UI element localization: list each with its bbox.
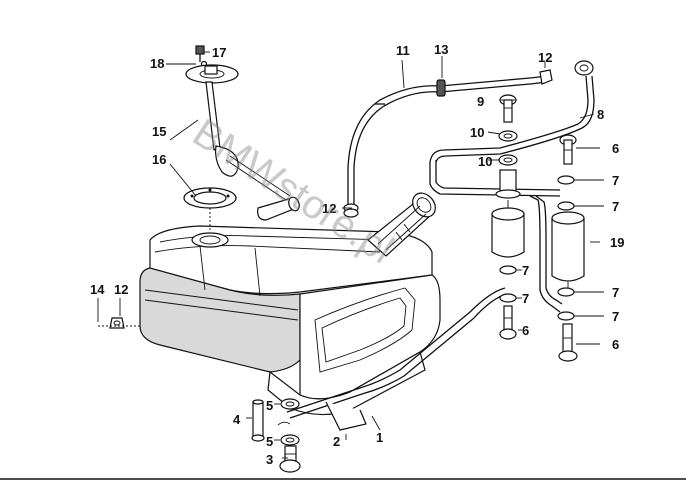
callout-6-right-top: 6: [612, 141, 619, 156]
callout-8: 8: [597, 107, 604, 122]
washer-10-top: [498, 130, 518, 142]
washers-7-right: [557, 175, 575, 321]
callout-6-right-bottom: 6: [612, 337, 619, 352]
callout-2: 2: [333, 434, 340, 449]
strainer-4: [251, 399, 265, 442]
callout-18: 18: [150, 56, 164, 71]
callout-10-bottom: 10: [478, 154, 492, 169]
callout-15: 15: [152, 124, 166, 139]
callout-7-5: 7: [612, 285, 619, 300]
fuel-filter-left: [491, 169, 525, 258]
drain-bolt-3: [279, 445, 301, 473]
callout-5-bottom: 5: [266, 434, 273, 449]
fuel-filter-right-19: [551, 211, 585, 288]
fuel-tank: [139, 225, 441, 416]
callout-7-1: 7: [612, 173, 619, 188]
callout-9: 9: [477, 94, 484, 109]
callout-14: 14: [90, 282, 105, 297]
callout-7-4: 7: [522, 291, 529, 306]
hollow-bolt-6-left-bottom: [499, 305, 517, 340]
fuel-level-sender: [185, 45, 300, 221]
callout-1: 1: [376, 430, 383, 445]
callout-16: 16: [152, 152, 166, 167]
clamp-12-left: [109, 317, 125, 329]
washer-10-bottom: [498, 154, 518, 166]
callout-6-left: 6: [522, 323, 529, 338]
callout-12-left: 12: [114, 282, 128, 297]
fuel-feed-line: [286, 60, 595, 431]
callout-5-top: 5: [266, 398, 273, 413]
washers-7-left: [499, 265, 517, 303]
callout-7-2: 7: [612, 199, 619, 214]
callout-7-6: 7: [612, 309, 619, 324]
vent-line: [347, 69, 553, 216]
drain-washer-5-bottom: [280, 434, 300, 446]
callout-11: 11: [396, 43, 410, 58]
callout-17: 17: [212, 45, 226, 60]
callout-3: 3: [266, 452, 273, 467]
drain-washer-5-top: [280, 398, 300, 410]
vent-clamp-12: [343, 203, 359, 218]
leader-lines: [97, 51, 604, 459]
callout-12-middle: 12: [322, 201, 336, 216]
callout-12-top: 12: [538, 50, 552, 65]
callout-13: 13: [434, 42, 448, 57]
filler-neck: [367, 192, 436, 257]
callouts: 1 2 3 4 5 5 6 6 6 7 7 7 7 7 7 8 9 10 10 …: [90, 42, 624, 467]
hollow-bolt-6-right-top: [559, 134, 577, 165]
callout-4: 4: [233, 412, 241, 427]
callout-10-top: 10: [470, 125, 484, 140]
hollow-bolt-9: [499, 94, 517, 123]
hollow-bolt-6-right-bottom: [558, 323, 578, 362]
callout-19: 19: [610, 235, 624, 250]
callout-7-3: 7: [522, 263, 529, 278]
